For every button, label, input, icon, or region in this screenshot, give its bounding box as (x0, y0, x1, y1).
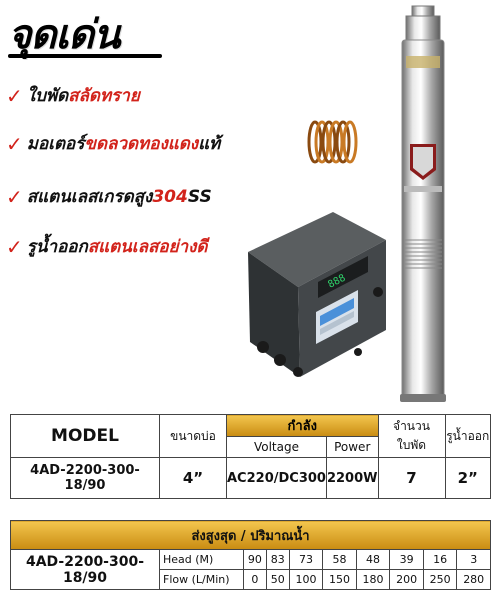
feature-text-part: สแตนเลสเกรดสูง (26, 187, 153, 207)
spec-table: MODEL ขนาดบ่อ กำลัง จำนวน ใบพัด รูน้ำออก… (10, 414, 491, 499)
feature-item-sand-impeller: ✓ ใบพัด สลัดทราย (6, 82, 140, 109)
voltage-value: AC220/DC300 (226, 457, 327, 499)
impeller-header: จำนวน ใบพัด (377, 414, 446, 458)
flow-cell: 100 (288, 569, 324, 590)
checkmark-icon: ✓ (6, 184, 23, 209)
power-value: 2200W (325, 457, 379, 499)
flow-cell: 150 (322, 569, 357, 590)
checkmark-icon: ✓ (6, 234, 23, 259)
outlet-header: รูน้ำออก (444, 414, 491, 458)
head-cell: 58 (322, 549, 357, 570)
bore-value: 4” (159, 457, 227, 499)
checkmark-icon: ✓ (6, 131, 23, 156)
pump-controller-image: 888 (248, 212, 386, 377)
voltage-header: Voltage (226, 436, 327, 458)
feature-text-highlight: สแตนเลสอย่างดี (87, 237, 208, 257)
flow-cell: 50 (265, 569, 290, 590)
flow-cell: 0 (243, 569, 267, 590)
feature-text-part: ใบพัด (26, 86, 69, 106)
flow-cell: 250 (422, 569, 458, 590)
head-cell: 39 (389, 549, 424, 570)
flow-cell: 180 (355, 569, 391, 590)
flow-cell: 200 (389, 569, 424, 590)
feature-text-highlight: สลัดทราย (68, 86, 140, 106)
feature-text-highlight: ขดลวดทองแดง (84, 134, 199, 154)
head-cell: 73 (288, 549, 324, 570)
head-cell: 48 (355, 549, 391, 570)
flow-model: 4AD-2200-300-18/90 (10, 549, 160, 590)
head-cell: 90 (243, 549, 267, 570)
power-header: Power (325, 436, 379, 458)
head-flow-table: ส่งสูงสุด / ปริมาณน้ำ 4AD-2200-300-18/90… (10, 520, 491, 590)
flow-label: Flow (L/Min) (159, 569, 244, 590)
checkmark-icon: ✓ (6, 83, 23, 108)
submersible-pump-image (400, 5, 446, 402)
feature-item-stainless-outlet: ✓ รูน้ำออก สแตนเลสอย่างดี (6, 233, 207, 260)
bore-header: ขนาดบ่อ (159, 414, 227, 458)
feature-text-highlight: 304 (152, 186, 188, 207)
model-header: MODEL (10, 414, 160, 458)
feature-text-part: มอเตอร์ (26, 134, 85, 154)
title-underline (8, 54, 162, 58)
feature-item-copper-motor: ✓ มอเตอร์ ขดลวดทองแดง แท้ (6, 130, 220, 157)
impeller-value: 7 (377, 457, 446, 499)
feature-text-suffix: SS (187, 186, 212, 207)
page-title: จุดเด่น (8, 12, 120, 58)
head-cell: 83 (265, 549, 290, 570)
feature-item-stainless-grade: ✓ สแตนเลสเกรดสูง 304 SS (6, 183, 212, 210)
model-value: 4AD-2200-300-18/90 (10, 457, 160, 499)
power-group-header: กำลัง (226, 414, 379, 437)
head-flow-header: ส่งสูงสุด / ปริมาณน้ำ (10, 520, 491, 550)
feature-text-part: รูน้ำออก (26, 237, 88, 257)
head-label: Head (M) (159, 549, 244, 570)
flow-cell: 280 (456, 569, 491, 590)
head-cell: 3 (456, 549, 491, 570)
head-cell: 16 (422, 549, 458, 570)
copper-coil-image (307, 120, 358, 164)
feature-text-suffix: แท้ (198, 134, 221, 154)
outlet-value: 2” (444, 457, 491, 499)
